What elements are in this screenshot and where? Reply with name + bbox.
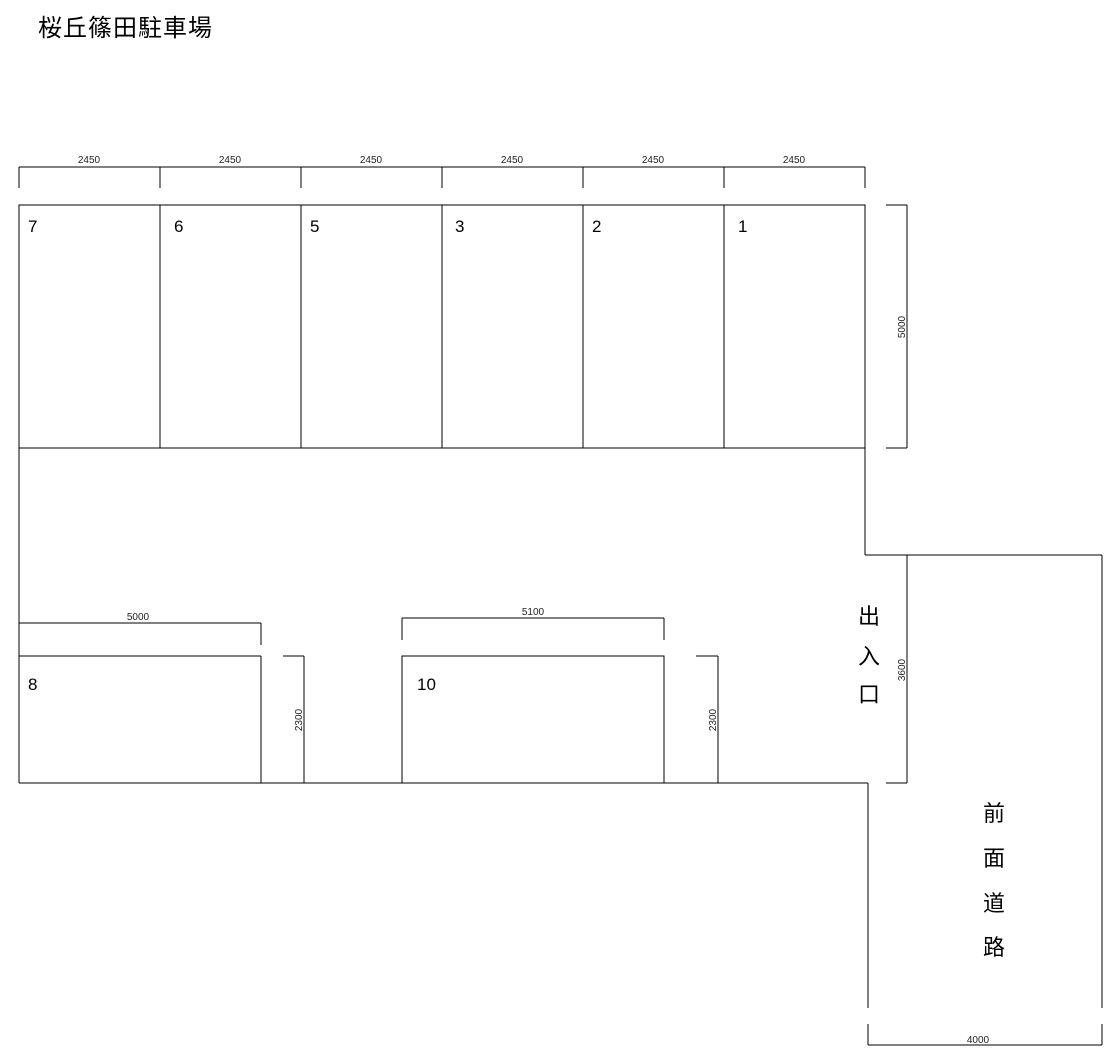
- entrance-char-3: 口: [858, 683, 880, 708]
- entrance-label: 出 入 口: [858, 605, 880, 708]
- road-char-3: 道: [983, 892, 1005, 917]
- dim-width-5: 2450: [360, 155, 383, 166]
- space-label-7: 7: [28, 217, 37, 236]
- space-label-2: 2: [592, 217, 601, 236]
- entrance-dimension: 3600: [886, 555, 908, 784]
- road-char-4: 路: [983, 936, 1005, 961]
- front-road-label: 前 面 道 路: [983, 802, 1005, 961]
- dim-depth-top: 5000: [897, 315, 908, 338]
- dim-depth-8: 2300: [294, 708, 305, 731]
- dim-width-7: 2450: [78, 155, 101, 166]
- dim-width-1: 2450: [783, 155, 806, 166]
- dim-depth-10: 2300: [708, 708, 719, 731]
- space-10: 5100 10 2300: [401, 607, 719, 784]
- space-8: 5000 8 2300: [19, 612, 305, 783]
- dim-width-10: 5100: [522, 607, 545, 618]
- space-label-3: 3: [455, 217, 464, 236]
- entrance-char-1: 出: [858, 605, 880, 630]
- space-label-1: 1: [738, 217, 747, 236]
- entrance-char-2: 入: [858, 645, 880, 670]
- space-label-8: 8: [28, 675, 37, 694]
- dim-width-6: 2450: [219, 155, 242, 166]
- top-row-spaces: 7 6 5 3 2 1: [18, 204, 866, 449]
- road-char-2: 面: [983, 847, 1005, 872]
- top-width-dimensions: 2450 2450 2450 2450 2450 2450: [18, 155, 866, 188]
- top-depth-dimension: 5000: [886, 204, 908, 449]
- road-char-1: 前: [983, 802, 1005, 827]
- space-label-10: 10: [417, 675, 436, 694]
- dim-road: 4000: [967, 1035, 990, 1046]
- page-title: 桜丘篠田駐車場: [38, 14, 213, 42]
- lot-outline: [18, 448, 1103, 1008]
- dim-width-2: 2450: [642, 155, 665, 166]
- dim-width-8: 5000: [127, 612, 150, 623]
- road-width-dimension: 4000: [867, 1024, 1103, 1046]
- space-label-6: 6: [174, 217, 183, 236]
- dim-width-3: 2450: [501, 155, 524, 166]
- dim-entrance: 3600: [897, 658, 908, 681]
- space-label-5: 5: [310, 217, 319, 236]
